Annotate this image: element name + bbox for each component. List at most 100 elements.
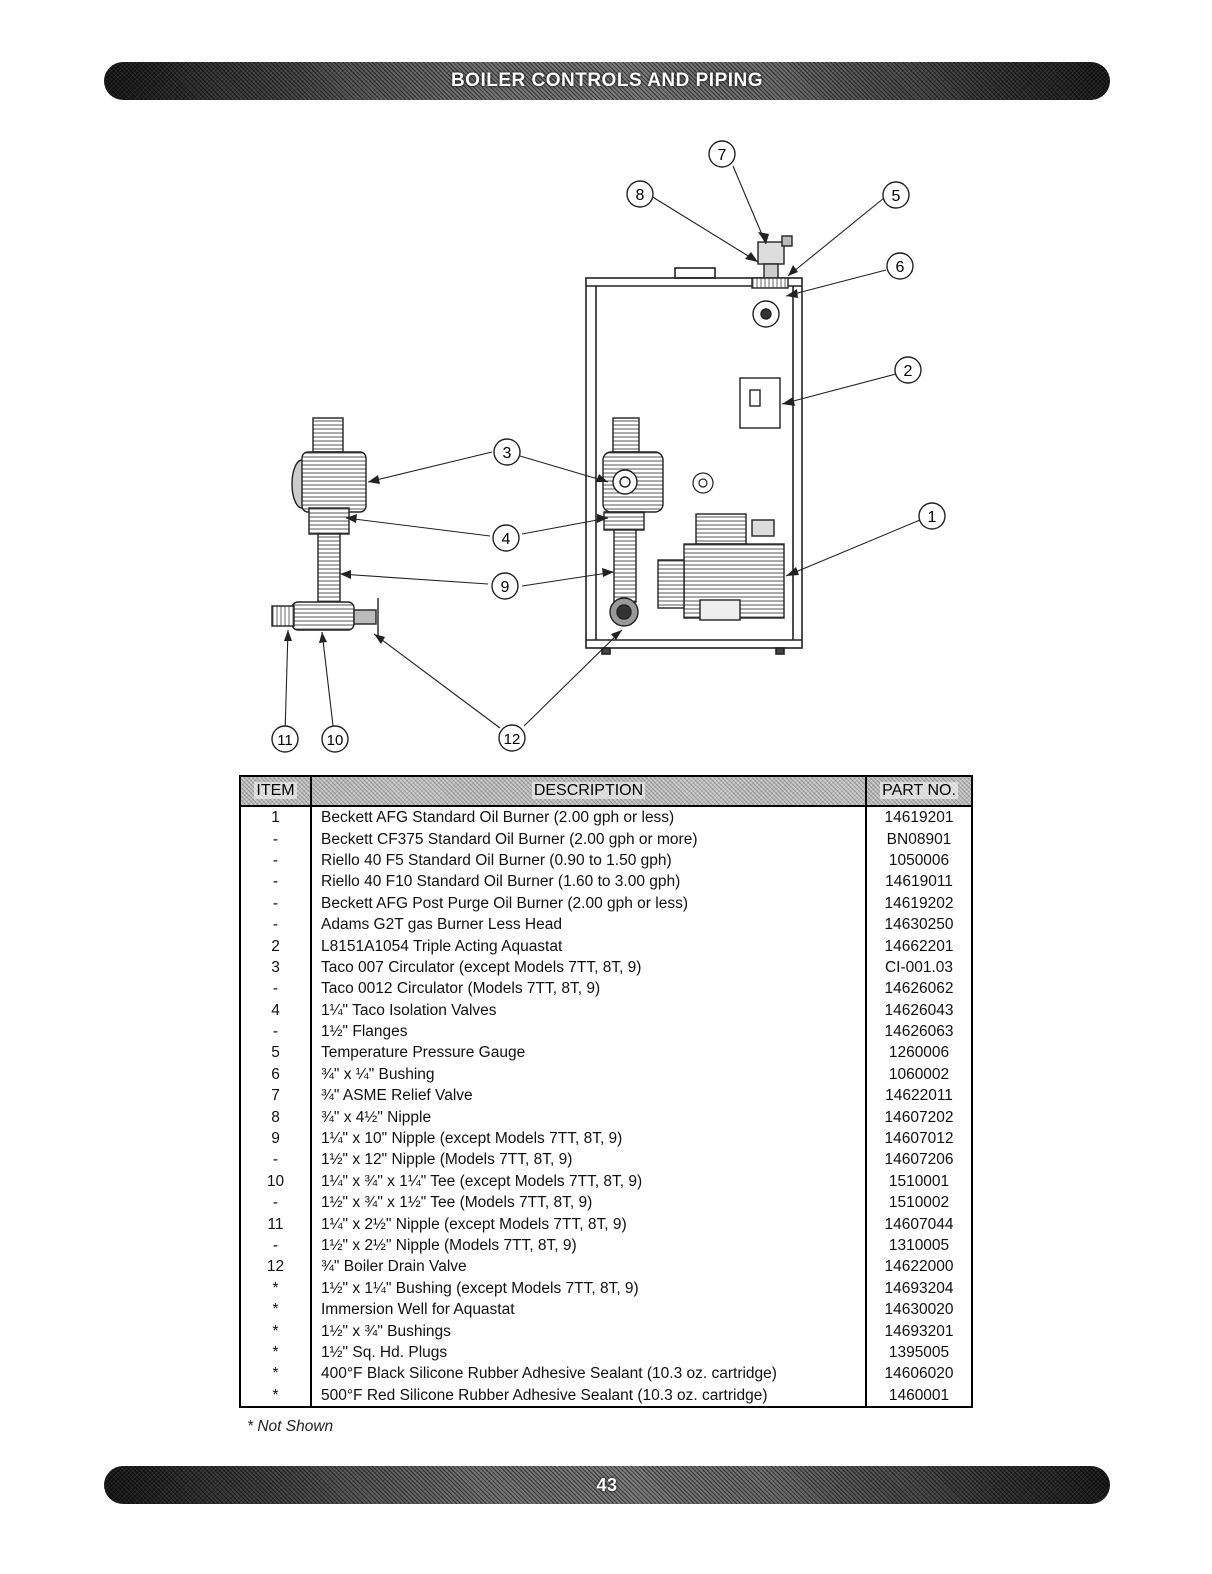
row-part-no: 1260006	[888, 1044, 950, 1062]
row-part-no: 1050006	[888, 851, 950, 869]
row-description: 1¼" x 2½" Nipple (except Models 7TT, 8T,…	[311, 1213, 867, 1235]
callout-10: 10	[321, 725, 349, 753]
row-description: Beckett CF375 Standard Oil Burner (2.00 …	[311, 828, 867, 850]
row-item: -	[240, 871, 312, 893]
callout-label: 12	[504, 731, 521, 748]
row-part-no: 14607012	[884, 1130, 954, 1148]
row-description: 1½" x ¾" Bushings	[311, 1320, 867, 1342]
row-part-no: 1395005	[888, 1343, 950, 1361]
callout-5: 5	[882, 181, 910, 209]
row-part-no: 14606020	[884, 1365, 954, 1383]
callout-label: 1	[928, 509, 937, 526]
row-item: -	[240, 828, 312, 850]
row-item: 5	[240, 1042, 312, 1064]
row-part-no: 1060002	[888, 1065, 950, 1083]
header-part-no: PART NO.	[866, 776, 972, 807]
row-description: 1¼" x 10" Nipple (except Models 7TT, 8T,…	[311, 1127, 867, 1150]
row-item: 4	[240, 999, 312, 1021]
row-part-no: 14622011	[885, 1087, 953, 1105]
table-row: *400°F Black Silicone Rubber Adhesive Se…	[240, 1363, 972, 1385]
row-item: 8	[240, 1106, 312, 1128]
leader-lines	[284, 165, 921, 735]
row-part-no: 14622000	[884, 1258, 954, 1276]
callout-7: 7	[708, 140, 736, 168]
row-item: 7	[240, 1085, 312, 1107]
row-part-no: 14607044	[884, 1215, 954, 1233]
row-part-no: 14630250	[884, 916, 954, 934]
row-description: ¾" Boiler Drain Valve	[311, 1256, 867, 1278]
callout-label: 9	[501, 579, 510, 596]
row-part-no: 1460001	[888, 1386, 950, 1404]
row-item: *	[240, 1341, 312, 1364]
row-description: Taco 007 Circulator (except Models 7TT, …	[311, 956, 867, 979]
table-row: -Riello 40 F10 Standard Oil Burner (1.60…	[240, 871, 972, 893]
row-description: 1½" x 1¼" Bushing (except Models 7TT, 8T…	[311, 1277, 867, 1299]
callout-label: 2	[904, 363, 913, 380]
row-item: 11	[240, 1213, 312, 1235]
row-description: 500°F Red Silicone Rubber Adhesive Seala…	[311, 1384, 867, 1407]
row-description: Temperature Pressure Gauge	[311, 1042, 867, 1064]
table-row: -Beckett AFG Post Purge Oil Burner (2.00…	[240, 892, 972, 914]
row-item: *	[240, 1363, 312, 1385]
row-item: *	[240, 1298, 312, 1321]
row-part-no: 14626062	[884, 980, 954, 998]
row-description: ¾" x 4½" Nipple	[311, 1106, 867, 1128]
row-item: -	[240, 1149, 312, 1171]
table-row: -1½" Flanges 14626063	[240, 1020, 972, 1043]
table-row: *500°F Red Silicone Rubber Adhesive Seal…	[240, 1384, 972, 1407]
table-row: -1½" x ¾" x 1½" Tee (Models 7TT, 8T, 9)1…	[240, 1192, 972, 1214]
row-item: -	[240, 1234, 312, 1257]
callout-label: 10	[327, 732, 344, 749]
row-part-no: 14619011	[885, 873, 953, 891]
header-banner: BOILER CONTROLS AND PIPING	[104, 62, 1110, 100]
aquastat	[739, 377, 781, 429]
row-item: *	[240, 1320, 312, 1342]
row-description: 1½" x ¾" x 1½" Tee (Models 7TT, 8T, 9)	[311, 1192, 867, 1214]
row-part-no: 14662201	[884, 937, 954, 955]
callout-label: 4	[502, 531, 511, 548]
row-item: 3	[240, 956, 312, 979]
table-row: -1½" x 12" Nipple (Models 7TT, 8T, 9)146…	[240, 1149, 972, 1171]
parts-table-header: ITEM DESCRIPTION PART NO.	[240, 776, 972, 807]
row-item: -	[240, 913, 312, 936]
callout-label: 11	[277, 732, 293, 749]
row-part-no: 14626063	[884, 1023, 954, 1041]
callout-2: 2	[894, 356, 922, 384]
callout-1: 1	[918, 502, 946, 530]
row-item: 12	[240, 1256, 312, 1278]
row-description: 1¼" Taco Isolation Valves	[311, 999, 867, 1021]
callout-4: 4	[492, 524, 520, 552]
table-row: -1½" x 2½" Nipple (Models 7TT, 8T, 9)131…	[240, 1234, 972, 1257]
header-item: ITEM	[240, 776, 312, 807]
page-title: BOILER CONTROLS AND PIPING	[450, 70, 764, 91]
supply-piping-right	[602, 417, 664, 627]
oil-burner	[657, 513, 785, 621]
callout-label: 3	[503, 445, 512, 462]
row-item: -	[240, 892, 312, 914]
callout-label: 5	[892, 188, 901, 205]
row-item: 1	[240, 806, 312, 829]
row-part-no: 14607202	[884, 1108, 954, 1126]
row-part-no: 14619202	[884, 894, 954, 912]
callout-6: 6	[886, 252, 914, 280]
row-description: 1½" Flanges	[311, 1020, 867, 1043]
row-item: -	[240, 1192, 312, 1214]
row-item: 9	[240, 1127, 312, 1150]
row-item: -	[240, 849, 312, 872]
page-number: 43	[596, 1474, 618, 1495]
row-description: Taco 0012 Circulator (Models 7TT, 8T, 9)	[311, 978, 867, 1000]
row-item: -	[240, 1020, 312, 1043]
row-part-no: 14630020	[884, 1301, 954, 1319]
